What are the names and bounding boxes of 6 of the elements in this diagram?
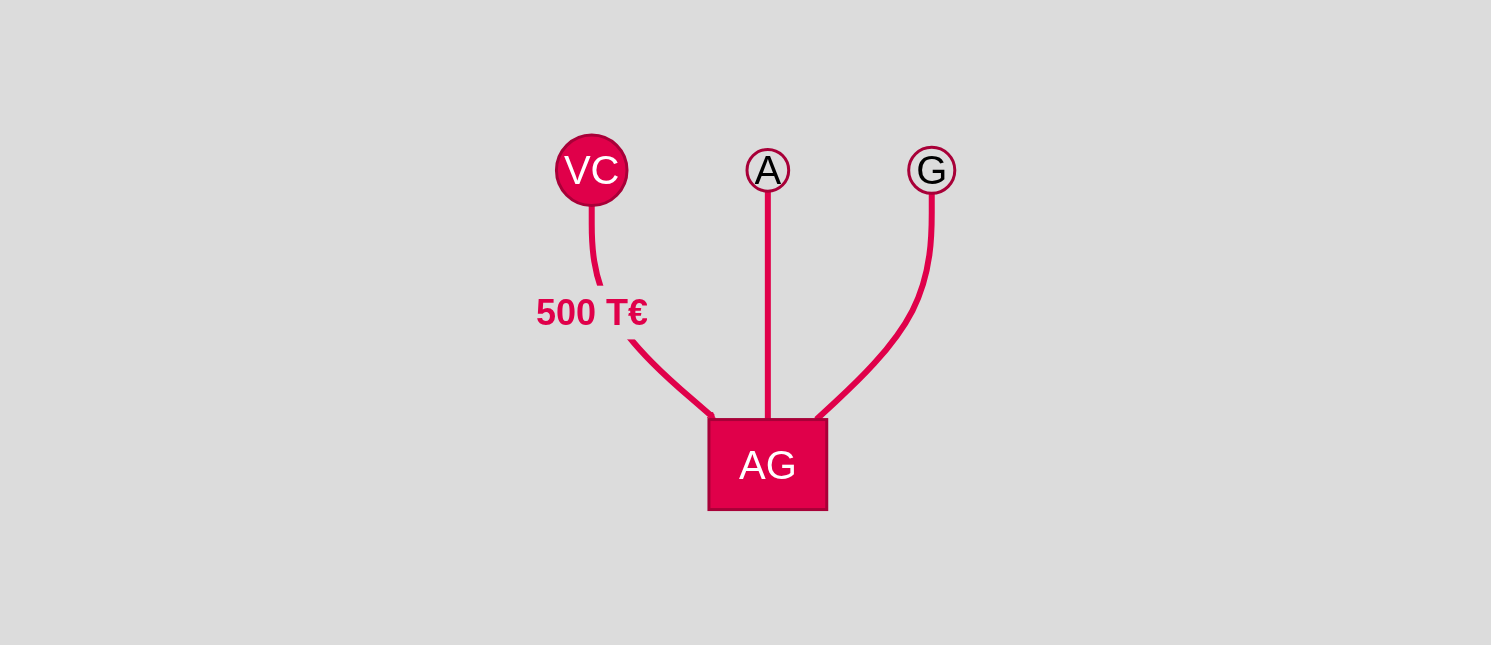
connector: [764, 191, 771, 420]
edge-label: 500 T€: [536, 291, 649, 333]
node-circle: G: [907, 145, 957, 196]
node-box: AG: [707, 418, 829, 512]
node-circle: A: [745, 148, 791, 193]
node-circle: VC: [555, 133, 629, 208]
